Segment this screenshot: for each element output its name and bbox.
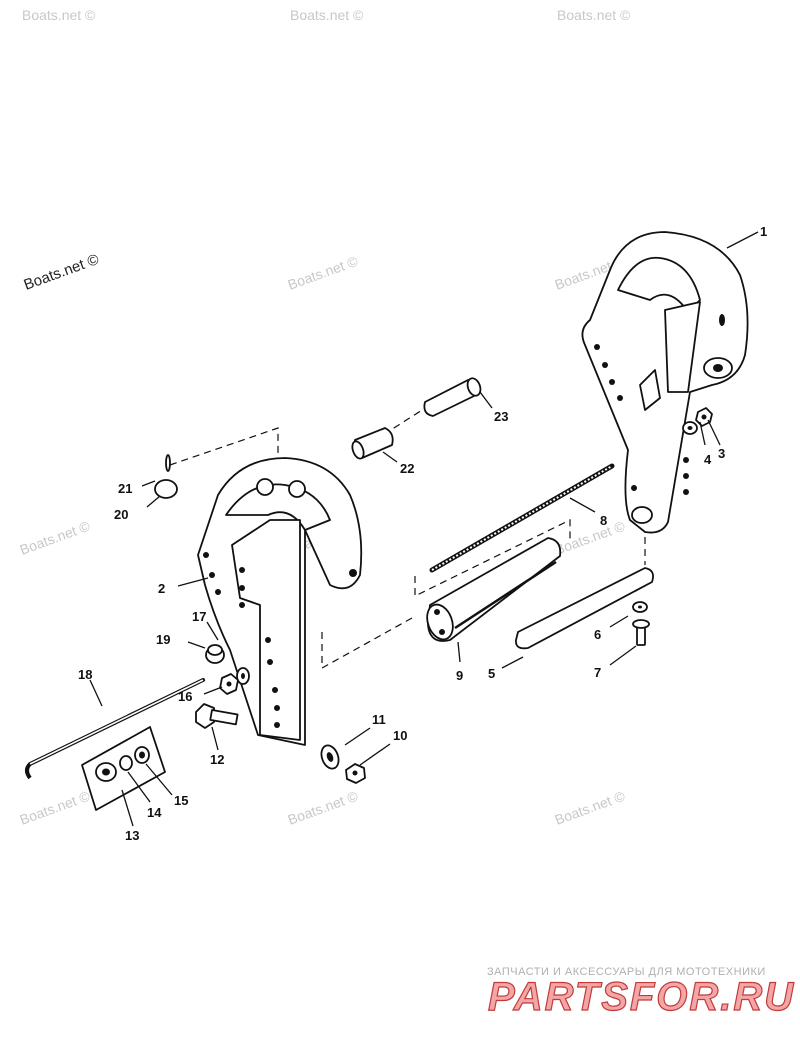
- callout-11: 11: [372, 712, 386, 727]
- watermark: Boats.net ©: [18, 787, 93, 827]
- callout-15: 15: [174, 793, 188, 808]
- callout-18: 18: [78, 667, 92, 682]
- threaded-rod: [429, 463, 615, 573]
- watermark: Boats.net ©: [553, 787, 628, 827]
- brand-tagline: ЗАПЧАСТИ И АКСЕССУАРЫ ДЛЯ МОТОТЕХНИКИ: [487, 966, 766, 978]
- callout-16: 16: [178, 689, 192, 704]
- callout-20: 20: [114, 507, 128, 522]
- nut-stack: [205, 644, 250, 695]
- brand-footer: ЗАПЧАСТИ И АКСЕССУАРЫ ДЛЯ МОТОТЕХНИКИ PA…: [487, 966, 795, 1020]
- callout-19: 19: [156, 632, 170, 647]
- callout-8: 8: [600, 513, 607, 528]
- callout-7: 7: [594, 665, 601, 680]
- spacer-tube: [426, 537, 562, 642]
- transom-bracket-right: [581, 231, 749, 534]
- watermark: Boats.net ©: [286, 787, 361, 827]
- watermark-layer: Boats.net © Boats.net © Boats.net © Boat…: [18, 7, 631, 828]
- callout-10: 10: [393, 728, 407, 743]
- leader-lines: [89, 231, 759, 827]
- link-bar: [515, 567, 654, 650]
- callout-23: 23: [494, 409, 508, 424]
- watermark: Boats.net ©: [286, 252, 361, 292]
- cap-cotter: [154, 454, 178, 499]
- watermark: Boats.net ©: [557, 7, 631, 23]
- steering-rod: [25, 678, 205, 780]
- transom-bracket-left: [197, 457, 363, 746]
- callout-labels: 1 2 3 4 5 6 7 8 9 10 11 12 13 14 15 16 1…: [78, 224, 767, 843]
- watermark: Boats.net ©: [22, 7, 96, 23]
- bushing: [351, 427, 394, 460]
- bolt: [195, 703, 239, 729]
- washer-nut-lower: [320, 744, 366, 784]
- callout-13: 13: [125, 828, 139, 843]
- watermark-main: Boats.net ©: [22, 251, 102, 294]
- callout-3: 3: [718, 446, 725, 461]
- callout-12: 12: [210, 752, 224, 767]
- watermark: Boats.net ©: [18, 517, 93, 557]
- callout-14: 14: [147, 805, 162, 820]
- callout-2: 2: [158, 581, 165, 596]
- callout-22: 22: [400, 461, 414, 476]
- callout-6: 6: [594, 627, 601, 642]
- washer-screw: [632, 601, 650, 646]
- pivot-pin: [423, 377, 482, 417]
- callout-9: 9: [456, 668, 463, 683]
- kit-box: [81, 726, 166, 811]
- callout-17: 17: [192, 609, 206, 624]
- brand-logo: PARTSFOR.RU: [488, 975, 795, 1019]
- callout-4: 4: [704, 452, 712, 467]
- callout-21: 21: [118, 481, 132, 496]
- watermark: Boats.net ©: [290, 7, 364, 23]
- callout-1: 1: [760, 224, 767, 239]
- callout-5: 5: [488, 666, 495, 681]
